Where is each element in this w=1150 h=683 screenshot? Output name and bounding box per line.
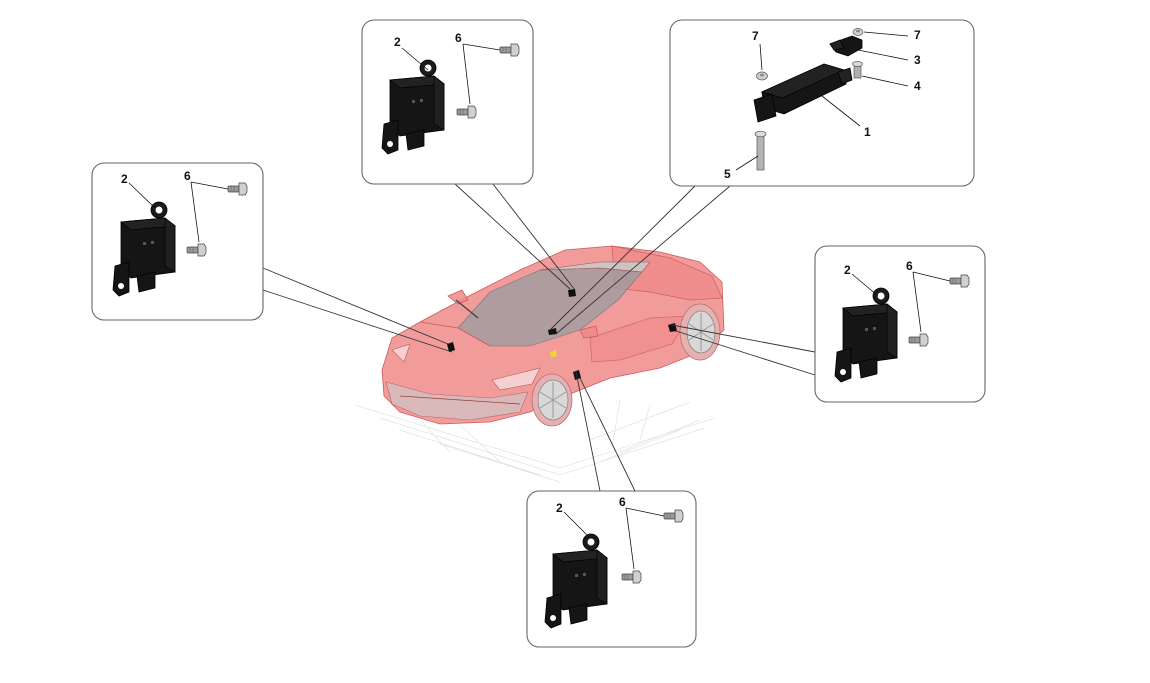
control-unit-icon: [753, 63, 853, 123]
callout-number: 2: [121, 172, 128, 186]
callout-number: 1: [864, 125, 871, 139]
detail-panel-top-center: 2 6: [361, 19, 534, 185]
callout-number: 6: [906, 259, 913, 273]
detail-panel-bottom: 2 6: [526, 490, 697, 648]
nut-icon: [852, 28, 864, 36]
detail-panel-left: 2 6: [91, 162, 264, 321]
leader-lines: [262, 183, 816, 492]
callout-number: 3: [914, 53, 921, 67]
callout-number: 7: [752, 29, 759, 43]
long-bolt-icon: [754, 130, 767, 171]
nut-icon: [756, 71, 768, 81]
car-illustration: [354, 245, 725, 483]
front-wheel: [531, 373, 573, 427]
callout-number: 4: [914, 79, 921, 93]
location-marker-left: [447, 342, 455, 352]
floor-grid: [354, 399, 716, 483]
bracket-icon: [829, 35, 863, 57]
callout-number: 6: [619, 495, 626, 509]
callout-number: 2: [556, 501, 563, 515]
location-marker-top: [568, 289, 576, 297]
detail-panel-top-right: 7 7 3 4 1 5: [669, 19, 975, 187]
callout-number: 5: [724, 167, 731, 181]
callout-number: 6: [184, 169, 191, 183]
detail-panel-right: 2 6: [814, 245, 986, 403]
callout-number: 2: [844, 263, 851, 277]
rear-wheel: [679, 303, 721, 361]
callout-number: 7: [914, 28, 921, 42]
callout-number: 2: [394, 35, 401, 49]
windscreen: [457, 267, 643, 347]
pin-icon: [852, 61, 863, 79]
callout-number: 6: [455, 31, 462, 45]
